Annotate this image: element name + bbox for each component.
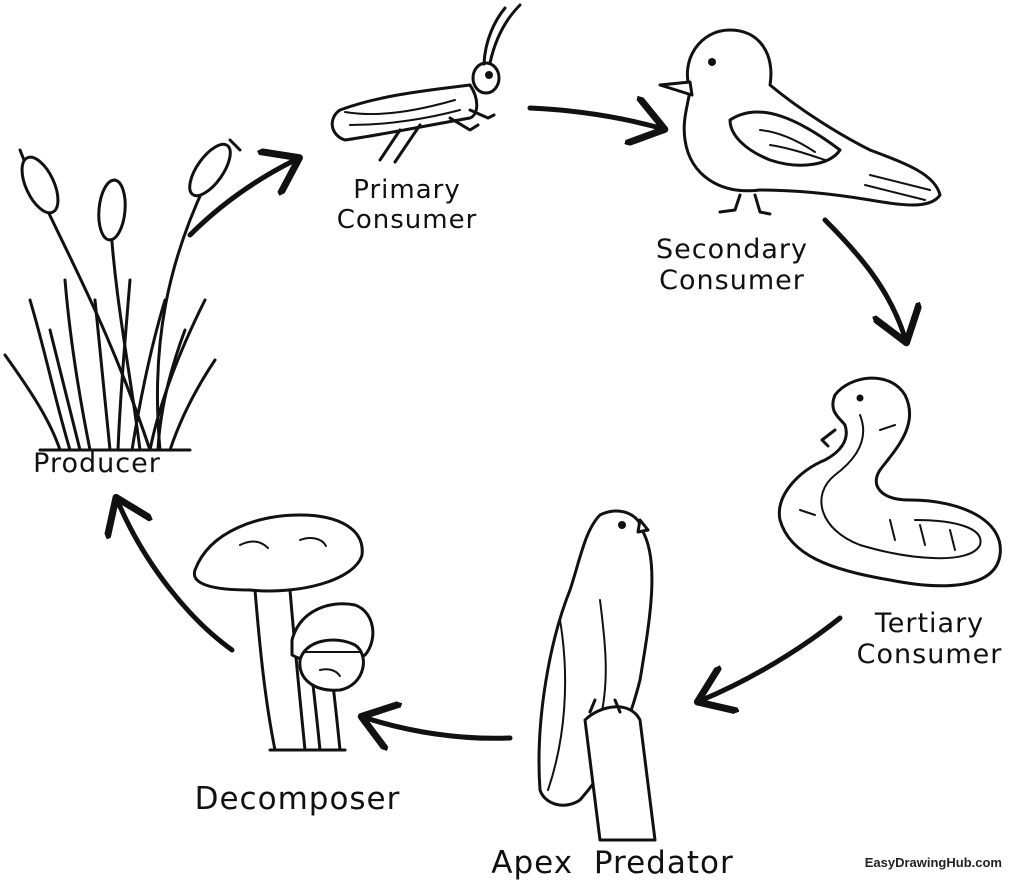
arrow-decomposer-to-producer xyxy=(118,502,235,653)
arrow-producer-to-primary xyxy=(187,160,295,238)
arrow-tertiary-to-apex xyxy=(702,615,843,700)
label-secondary-consumer: Secondary Consumer xyxy=(642,234,822,296)
grasshopper-icon xyxy=(330,3,522,164)
hawk-icon xyxy=(537,509,657,842)
mushroom-icon xyxy=(192,513,375,752)
label-primary-consumer: Primary Consumer xyxy=(322,175,492,236)
label-primary-line2: Consumer xyxy=(336,204,478,235)
label-tertiary-consumer: Tertiary Consumer xyxy=(842,608,1017,670)
label-decomposer: Decomposer xyxy=(190,781,405,818)
label-tertiary-line2: Consumer xyxy=(856,639,1003,671)
snake-icon xyxy=(777,376,1002,588)
cattail-grass-icon xyxy=(3,138,242,452)
watermark-text: EasyDrawingHub.com xyxy=(864,855,1002,870)
label-tertiary-line1: Tertiary xyxy=(874,608,985,639)
arrow-apex-to-decomposer xyxy=(366,718,513,738)
label-apex-predator: Apex Predator xyxy=(470,845,755,882)
label-apex-line1: Apex Predator xyxy=(491,845,734,881)
label-producer-line1: Producer xyxy=(33,448,161,479)
label-producer: Producer xyxy=(22,448,172,479)
label-primary-line1: Primary xyxy=(353,175,461,205)
bird-icon xyxy=(658,28,942,216)
arrow-secondary-to-tertiary xyxy=(822,217,905,338)
label-secondary-line1: Secondary xyxy=(656,234,808,265)
cycle-arrows xyxy=(118,108,905,738)
label-secondary-line2: Consumer xyxy=(659,265,805,297)
arrow-primary-to-secondary xyxy=(527,108,660,128)
label-decomposer-line1: Decomposer xyxy=(194,781,401,817)
